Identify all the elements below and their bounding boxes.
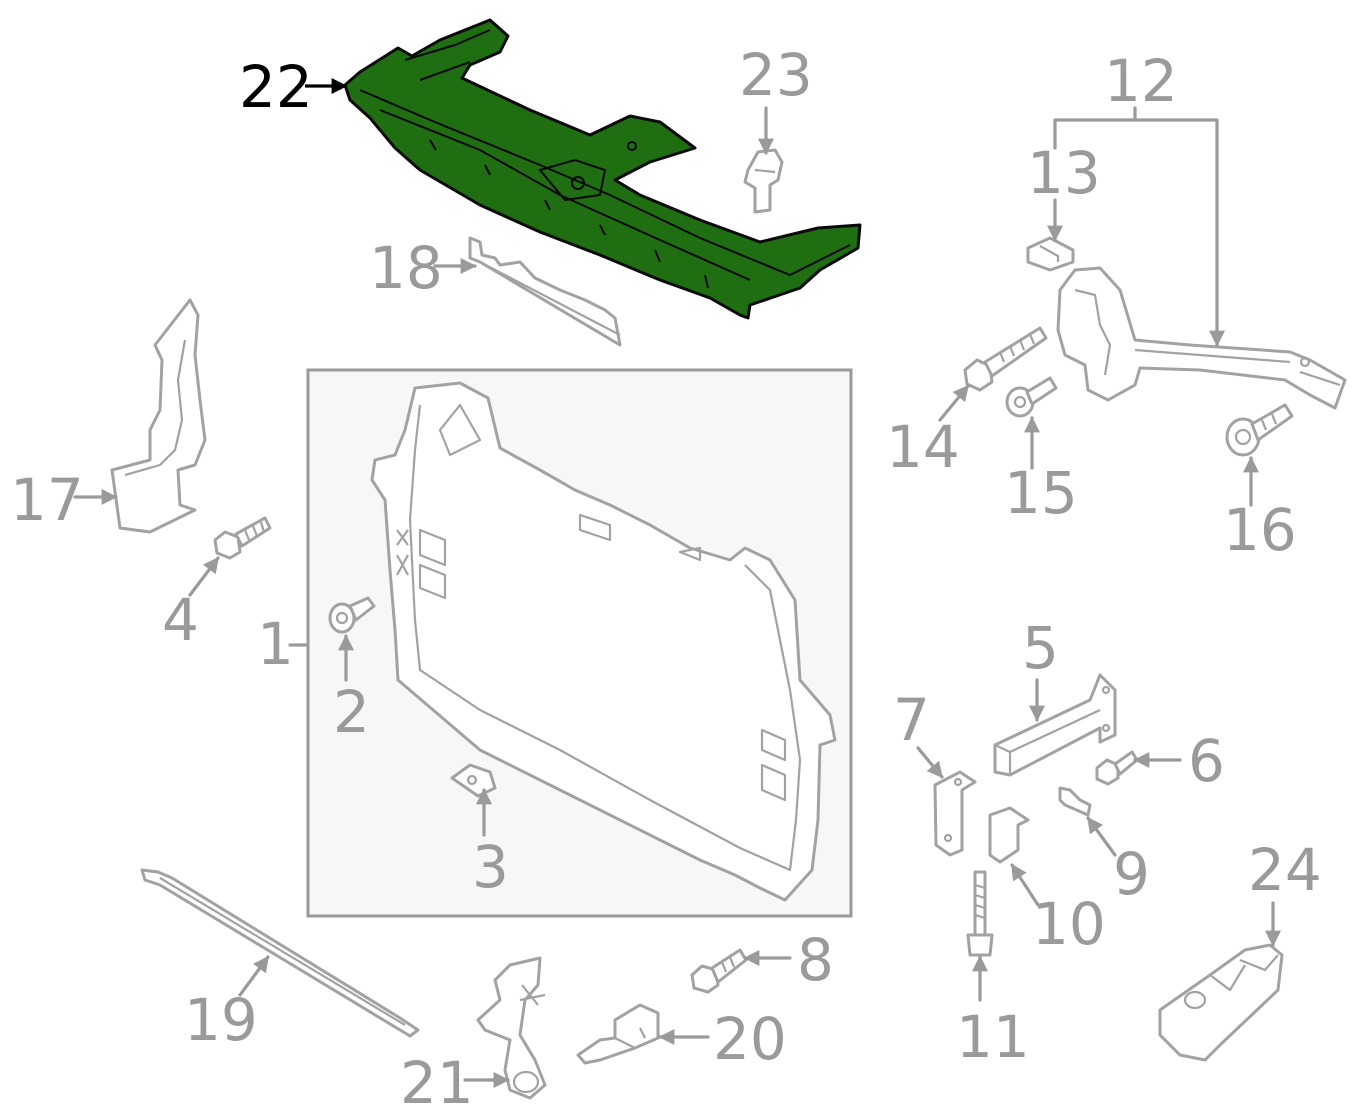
part-13-clip[interactable] bbox=[1026, 236, 1075, 272]
callout-21[interactable]: 21 bbox=[400, 1049, 474, 1116]
leader-7 bbox=[916, 746, 944, 779]
part-5-bracket[interactable] bbox=[993, 673, 1117, 777]
part-24-bracket[interactable] bbox=[1158, 943, 1284, 1062]
callout-18[interactable]: 18 bbox=[369, 234, 443, 302]
callout-17[interactable]: 17 bbox=[10, 466, 84, 534]
part-20-connector[interactable] bbox=[576, 1003, 660, 1065]
callout-12[interactable]: 12 bbox=[1104, 47, 1178, 115]
part-15-bolt[interactable] bbox=[1005, 376, 1058, 418]
callout-22[interactable]: 22 bbox=[239, 53, 313, 121]
part-6-bolt[interactable] bbox=[1095, 750, 1139, 786]
callout-2[interactable]: 2 bbox=[333, 678, 370, 746]
callout-20[interactable]: 20 bbox=[713, 1005, 787, 1073]
leader-10 bbox=[1010, 863, 1040, 907]
callout-24[interactable]: 24 bbox=[1248, 836, 1322, 904]
callout-1[interactable]: 1 bbox=[257, 610, 294, 678]
part-22-upper-tie-bar[interactable] bbox=[343, 18, 862, 320]
callout-11[interactable]: 11 bbox=[956, 1003, 1030, 1071]
callout-3[interactable]: 3 bbox=[472, 833, 509, 901]
callout-7[interactable]: 7 bbox=[893, 686, 930, 754]
callout-10[interactable]: 10 bbox=[1032, 890, 1106, 958]
part-1-radiator-support[interactable] bbox=[370, 381, 837, 902]
part-8-bolt[interactable] bbox=[690, 948, 748, 994]
leader-9 bbox=[1086, 816, 1117, 857]
callout-13[interactable]: 13 bbox=[1027, 139, 1101, 207]
part-14-bolt[interactable] bbox=[963, 326, 1048, 392]
part-17-side-panel[interactable] bbox=[110, 298, 207, 534]
part-12-bracket-assembly[interactable] bbox=[1056, 266, 1347, 410]
part-10-bracket[interactable] bbox=[988, 806, 1030, 864]
callout-6[interactable]: 6 bbox=[1188, 727, 1225, 795]
leader-19 bbox=[238, 955, 270, 997]
part-9-tab[interactable] bbox=[1058, 786, 1092, 817]
part-4-bolt[interactable] bbox=[213, 516, 272, 560]
callout-23[interactable]: 23 bbox=[739, 41, 813, 109]
callout-15[interactable]: 15 bbox=[1004, 459, 1078, 527]
part-23-clip[interactable] bbox=[743, 148, 784, 214]
callout-4[interactable]: 4 bbox=[162, 586, 199, 654]
callout-9[interactable]: 9 bbox=[1113, 840, 1150, 908]
callout-labels: 1 2 3 4 5 6 7 8 9 10 11 12 13 14 15 16 1… bbox=[10, 41, 1322, 1116]
part-16-bolt[interactable] bbox=[1225, 403, 1294, 457]
leader-14 bbox=[938, 384, 970, 422]
callout-16[interactable]: 16 bbox=[1223, 496, 1297, 564]
part-2-bolt[interactable] bbox=[328, 596, 376, 634]
part-19-rod[interactable] bbox=[140, 868, 420, 1038]
part-18-bar[interactable] bbox=[468, 236, 622, 347]
part-7-bracket[interactable] bbox=[933, 770, 977, 857]
part-11-bolt[interactable] bbox=[966, 870, 994, 957]
callout-19[interactable]: 19 bbox=[184, 986, 258, 1054]
leader-4 bbox=[188, 556, 220, 597]
callout-8[interactable]: 8 bbox=[797, 926, 834, 994]
part-3-clip[interactable] bbox=[450, 763, 497, 798]
callout-5[interactable]: 5 bbox=[1022, 614, 1059, 682]
leader-lines bbox=[73, 78, 1281, 1088]
callout-14[interactable]: 14 bbox=[886, 413, 960, 481]
part-21-hinge[interactable] bbox=[476, 956, 547, 1100]
